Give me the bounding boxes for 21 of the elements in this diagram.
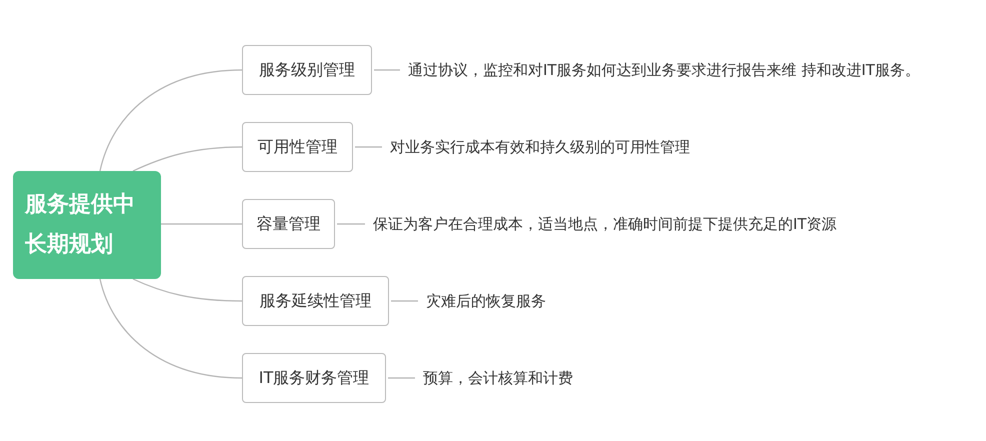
description-text: 预算，会计核算和计费 (423, 366, 573, 390)
connector-line (99, 278, 242, 379)
connector-line (132, 146, 242, 172)
connector-line (132, 278, 242, 302)
description-text: 保证为客户在合理成本，适当地点，准确时间前提下提供充足的IT资源 (373, 212, 837, 236)
connector-line (99, 69, 242, 172)
subtopic-box: 服务延续性管理 (242, 276, 389, 326)
subtopic-box: IT服务财务管理 (242, 353, 386, 403)
connector-line (355, 146, 382, 148)
connector-line (337, 223, 365, 225)
subtopic-box: 服务级别管理 (242, 45, 372, 95)
connector-line (161, 223, 242, 225)
connector-line (391, 300, 418, 302)
subtopic-box: 可用性管理 (242, 122, 353, 172)
description-text: 对业务实行成本有效和持久级别的可用性管理 (390, 135, 690, 159)
description-text: 灾难后的恢复服务 (426, 289, 546, 313)
topic-box: 服务提供中长期规划 (13, 171, 161, 279)
subtopic-box: 容量管理 (242, 199, 335, 249)
connector-line (388, 377, 415, 379)
description-text: 通过协议，监控和对IT服务如何达到业务要求进行报告来维 持和改进IT服务。 (408, 58, 920, 82)
connector-line (374, 69, 400, 71)
